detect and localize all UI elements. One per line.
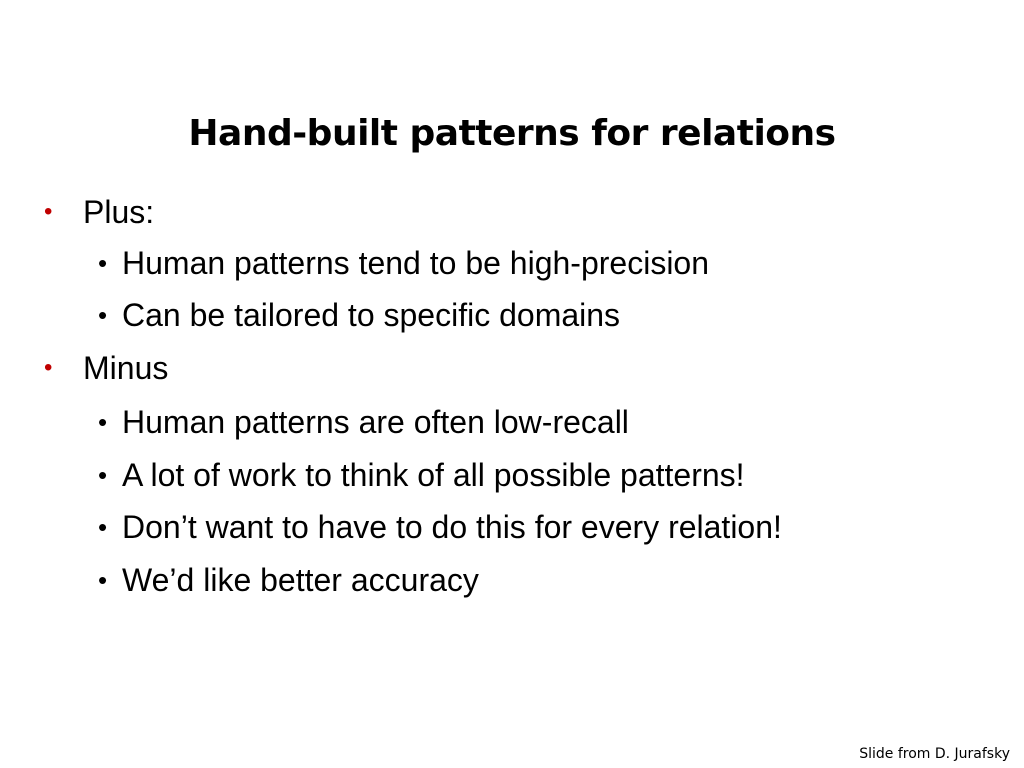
bullet-text: Plus: [83,194,155,230]
sub-bullet-text: A lot of work to think of all possible p… [122,457,745,493]
sub-bullet-text: Don’t want to have to do this for every … [122,509,782,545]
slide-footer-credit: Slide from D. Jurafsky [859,746,1010,762]
sub-bullet-marker: • [98,565,108,595]
sub-bullet-text: Can be tailored to specific domains [122,297,621,333]
sub-bullet-marker: • [98,407,108,437]
bullet-marker: • [44,354,53,381]
sub-bullet-marker: • [98,512,108,542]
sub-bullet-text: Human patterns are often low-recall [122,404,629,440]
sub-bullet-text: We’d like better accuracy [122,562,479,598]
sub-bullet-text: Human patterns tend to be high-precision [122,245,710,281]
sub-bullet-marker: • [98,460,108,490]
sub-bullet-marker: • [98,248,108,278]
bullet-text: Minus [83,350,169,386]
bullet-marker: • [44,198,53,225]
slide-title: Hand-built patterns for relations [188,113,836,154]
sub-bullet-marker: • [98,300,108,330]
